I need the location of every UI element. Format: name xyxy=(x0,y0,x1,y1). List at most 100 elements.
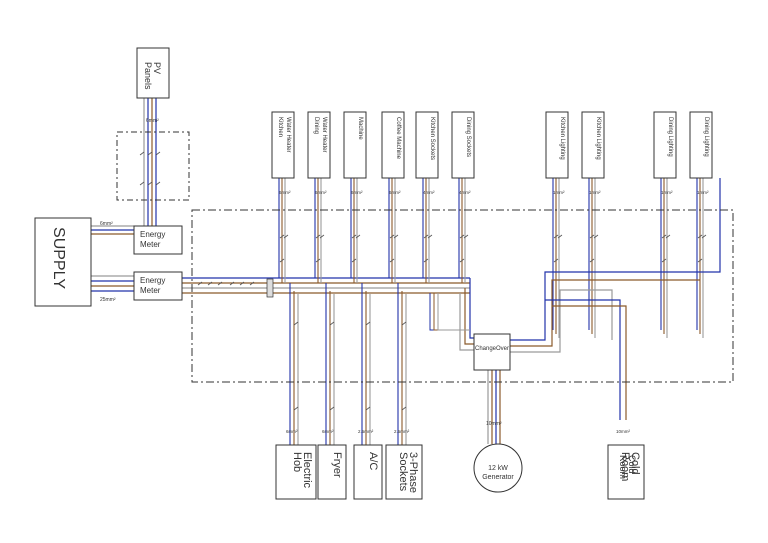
load-breaker-symbol xyxy=(279,258,285,263)
cable-size-top: 1mm² xyxy=(697,190,709,195)
pv-isolator-symbol xyxy=(155,181,161,186)
cold-room-feed xyxy=(545,299,621,420)
pv-isolator-frame xyxy=(116,131,190,201)
pv-panels-box xyxy=(136,47,170,99)
cable-size-bottom: 2.5mm² xyxy=(358,429,374,434)
load-breaker-symbol xyxy=(279,234,285,239)
load-breaker-symbol xyxy=(401,321,407,326)
load-breaker-symbol xyxy=(389,258,395,263)
load-box-bottom xyxy=(607,444,645,500)
load-breaker-symbol xyxy=(593,234,599,239)
load-label-top: Machine xyxy=(357,117,363,140)
pv-panels-label-1: PV xyxy=(152,62,162,74)
load-box-top xyxy=(415,111,439,179)
load-breaker-symbol xyxy=(401,406,407,411)
energy-meter-1-line2: Meter xyxy=(140,240,161,249)
load-breaker-symbol xyxy=(293,321,299,326)
cable-size-top: 1mm² xyxy=(661,190,673,195)
load-breaker-symbol xyxy=(553,234,559,239)
load-label-top: Dining xyxy=(313,117,319,134)
changeover-box xyxy=(473,333,511,371)
generator-label-1: 12 kW xyxy=(488,465,508,472)
load-breaker-symbol xyxy=(661,234,667,239)
load-breaker-symbol xyxy=(389,234,395,239)
load-label-bottom: Electric xyxy=(301,452,313,489)
cable-size-bottom: 6mm² xyxy=(286,429,298,434)
load-label-top: Kitchen Sockets xyxy=(429,117,435,160)
cable-size-top: 6mm² xyxy=(315,190,327,195)
main-isolator-symbol xyxy=(229,281,235,286)
load-breaker-symbol xyxy=(589,234,595,239)
load-box-bottom xyxy=(385,444,423,500)
load-label-bottom: Sockets xyxy=(397,452,409,492)
load-breaker-symbol xyxy=(365,406,371,411)
load-breaker-symbol xyxy=(351,234,357,239)
load-breaker-symbol xyxy=(351,258,357,263)
load-breaker-symbol xyxy=(319,234,325,239)
cable-size-top: 4mm² xyxy=(423,190,435,195)
load-breaker-symbol xyxy=(283,234,289,239)
load-breaker-symbol xyxy=(315,234,321,239)
pv-isolator-symbol xyxy=(139,151,145,156)
busbar-terminal xyxy=(266,278,274,298)
pv-isolator-symbol xyxy=(147,151,153,156)
pv-isolator-symbol xyxy=(139,181,145,186)
main-isolator-symbol xyxy=(207,281,213,286)
energy-meter-1-line1: Energy xyxy=(140,230,165,239)
load-label-top: Dining Lighting xyxy=(703,117,709,157)
load-label-bottom: Cold xyxy=(629,452,641,475)
lighting-bus xyxy=(510,178,721,341)
main-isolator-symbol xyxy=(239,281,245,286)
energy-meter-2-line1: Energy xyxy=(140,276,165,285)
main-isolator-symbol xyxy=(249,281,255,286)
load-box-top xyxy=(343,111,367,179)
cable-size-bottom: 10mm² xyxy=(616,429,631,434)
cable-size-top: 6mm² xyxy=(389,190,401,195)
changeover-feed xyxy=(469,278,474,339)
load-box-top xyxy=(271,111,295,179)
labels-layer: SUPPLY PV Panels Energy Meter Energy Met… xyxy=(50,62,709,493)
load-label-top: Water Heater xyxy=(285,117,291,152)
load-box-top xyxy=(451,111,475,179)
load-label-cold-room-1: Cold xyxy=(627,455,637,474)
load-label-bottom: Fryer xyxy=(331,452,343,478)
load-breaker-symbol xyxy=(701,234,707,239)
main-isolator-symbol xyxy=(197,281,203,286)
pv-isolator-symbol xyxy=(155,151,161,156)
lighting-bus xyxy=(510,279,700,347)
energy-meter-2-line2: Meter xyxy=(140,286,161,295)
changeover-feed xyxy=(464,288,474,345)
load-label-top: Coffee Machine xyxy=(395,117,401,160)
energy-meter-2-box xyxy=(133,271,183,301)
main-isolator-symbol xyxy=(217,281,223,286)
load-breaker-symbol xyxy=(697,258,703,263)
changeover-feed xyxy=(459,293,474,351)
cable-size-bottom: 2.5mm² xyxy=(394,429,410,434)
load-breaker-symbol xyxy=(463,234,469,239)
load-breaker-symbol xyxy=(589,258,595,263)
load-label-top: Dining Lighting xyxy=(667,117,673,157)
load-box-top xyxy=(307,111,331,179)
lighting-bus xyxy=(510,289,613,353)
load-breaker-symbol xyxy=(355,234,361,239)
load-breaker-symbol xyxy=(423,258,429,263)
energy-meter-1-box xyxy=(133,225,183,255)
load-breaker-symbol xyxy=(329,321,335,326)
cable-size-top: 6mm² xyxy=(351,190,363,195)
load-breaker-symbol xyxy=(661,258,667,263)
supply-box xyxy=(34,217,92,307)
load-label-bottom: A/C xyxy=(367,452,379,470)
load-breaker-symbol xyxy=(427,234,433,239)
cable-size-generator: 10mm² xyxy=(486,421,502,427)
load-breaker-symbol xyxy=(393,234,399,239)
load-label-top: Kitchen Lighting xyxy=(559,117,565,160)
load-breaker-symbol xyxy=(459,258,465,263)
cable-size-supply-main: 25mm² xyxy=(100,297,116,303)
load-box-top xyxy=(653,111,677,179)
cable-size-top: 6mm² xyxy=(279,190,291,195)
load-label-cold-room-2: Room xyxy=(618,455,628,479)
load-breaker-symbol xyxy=(329,406,335,411)
load-label-bottom: Room xyxy=(619,452,631,481)
load-box-top xyxy=(545,111,569,179)
load-box-top xyxy=(581,111,605,179)
